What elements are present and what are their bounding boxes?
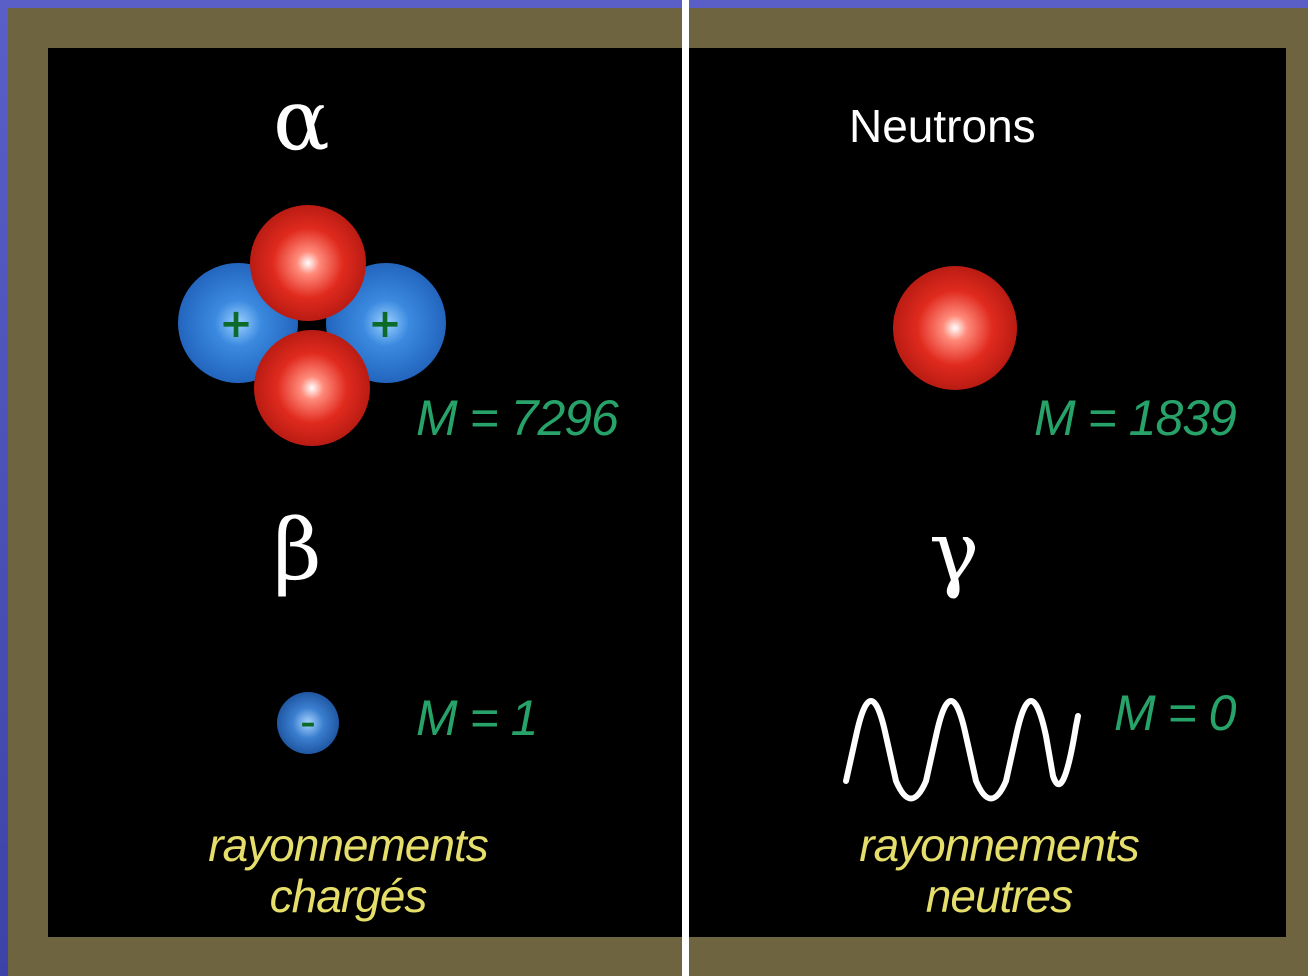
neutral-caption-line1: rayonnements [859, 819, 1140, 871]
neutron-top [250, 205, 366, 321]
neutron-bottom [254, 330, 370, 446]
electron-icon: – [277, 692, 339, 754]
neutron-mass: M = 1839 [1034, 390, 1237, 446]
alpha-particle-icon: + + [178, 205, 446, 446]
gamma-wave-icon [843, 698, 1081, 802]
gamma-mass: M = 0 [1114, 685, 1236, 741]
beta-symbol: β [273, 501, 322, 599]
neutral-caption: rayonnements neutres [799, 820, 1199, 921]
electron-sign: – [301, 706, 316, 741]
charged-radiation-panel: α + + M = 7296 [8, 8, 682, 976]
alpha-symbol: α [273, 71, 330, 169]
charged-caption: rayonnements chargés [148, 820, 548, 921]
beta-mass: M = 1 [416, 690, 538, 746]
proton-left-sign: + [219, 301, 253, 347]
proton-right-sign: + [368, 301, 402, 347]
panel-divider [682, 0, 689, 976]
charged-caption-line1: rayonnements [208, 819, 489, 871]
neutral-radiation-panel: Neutrons M = 1839 γ M = 0 rayonnements n… [689, 8, 1308, 976]
neutron-icon [893, 266, 1017, 390]
alpha-mass: M = 7296 [416, 390, 619, 446]
neutral-caption-line2: neutres [925, 869, 1073, 922]
neutrons-title: Neutrons [849, 100, 1036, 152]
gamma-symbol: γ [929, 503, 980, 601]
charged-caption-line2: chargés [269, 869, 428, 922]
charged-panel-inner: α + + M = 7296 [48, 48, 682, 937]
neutral-panel-inner: Neutrons M = 1839 γ M = 0 rayonnements n… [689, 48, 1286, 937]
